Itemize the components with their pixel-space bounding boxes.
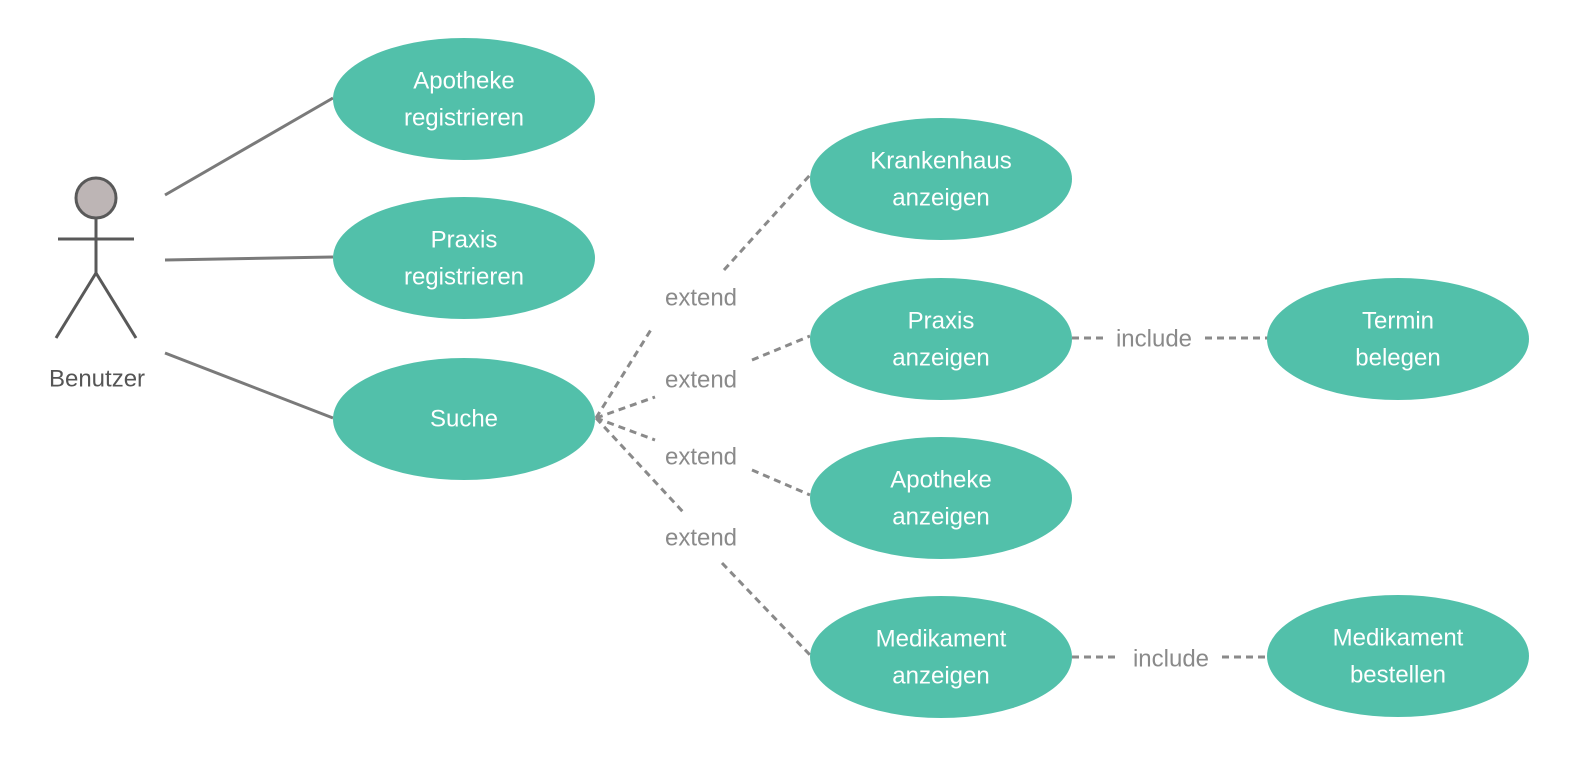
- actor-head-icon: [74, 176, 118, 220]
- usecase-krankenhaus-anzeigen[interactable]: Krankenhaus anzeigen: [810, 118, 1072, 240]
- actor-right-leg: [94, 272, 138, 339]
- extend-apotheke-relation: [595, 416, 811, 497]
- extend-label-medikament: extend: [665, 525, 737, 552]
- association-praxis-registrieren: [164, 255, 334, 262]
- usecase-label-line1: Praxis: [431, 227, 498, 254]
- usecase-label-line1: Suche: [430, 406, 498, 433]
- usecase-label-line2: anzeigen: [892, 185, 989, 212]
- usecase-label-line2: anzeigen: [892, 504, 989, 531]
- usecase-medikament-anzeigen[interactable]: Medikament anzeigen: [810, 596, 1072, 718]
- usecase-label-line1: Apotheke: [890, 467, 991, 494]
- usecase-apotheke-registrieren[interactable]: Apotheke registrieren: [333, 38, 595, 160]
- extend-label-praxis: extend: [665, 367, 737, 394]
- usecase-label-line1: Apotheke: [413, 68, 514, 95]
- usecase-praxis-registrieren[interactable]: Praxis registrieren: [333, 197, 595, 319]
- usecase-label-line1: Medikament: [1333, 625, 1464, 652]
- usecase-label-line2: bestellen: [1350, 662, 1446, 689]
- extend-label-krankenhaus: extend: [665, 285, 737, 312]
- extend-medikament-relation: [594, 416, 812, 657]
- association-apotheke-registrieren: [164, 96, 334, 197]
- usecase-label-line2: belegen: [1355, 345, 1440, 372]
- usecase-apotheke-anzeigen[interactable]: Apotheke anzeigen: [810, 437, 1072, 559]
- association-suche: [164, 351, 334, 420]
- usecase-suche[interactable]: Suche: [333, 358, 595, 480]
- usecase-termin-belegen[interactable]: Termin belegen: [1267, 278, 1529, 400]
- actor-label: Benutzer: [49, 366, 145, 393]
- usecase-label-line1: Medikament: [876, 626, 1007, 653]
- include-label-bestellen: include: [1133, 646, 1209, 673]
- usecase-label-line2: anzeigen: [892, 345, 989, 372]
- extend-krankenhaus-relation: [594, 173, 812, 419]
- actor-benutzer[interactable]: Benutzer: [49, 176, 145, 393]
- usecase-label-line2: registrieren: [404, 105, 524, 132]
- usecase-medikament-bestellen[interactable]: Medikament bestellen: [1267, 595, 1529, 717]
- extend-praxis-relation: [595, 334, 811, 420]
- usecase-praxis-anzeigen[interactable]: Praxis anzeigen: [810, 278, 1072, 400]
- usecase-label-line2: anzeigen: [892, 663, 989, 690]
- usecase-label-line2: registrieren: [404, 264, 524, 291]
- usecase-label-line1: Praxis: [908, 308, 975, 335]
- extend-label-apotheke: extend: [665, 444, 737, 471]
- usecase-label-line1: Krankenhaus: [870, 148, 1011, 175]
- usecase-label-line1: Termin: [1362, 308, 1434, 335]
- include-label-termin: include: [1116, 326, 1192, 353]
- actor-left-leg: [54, 272, 98, 339]
